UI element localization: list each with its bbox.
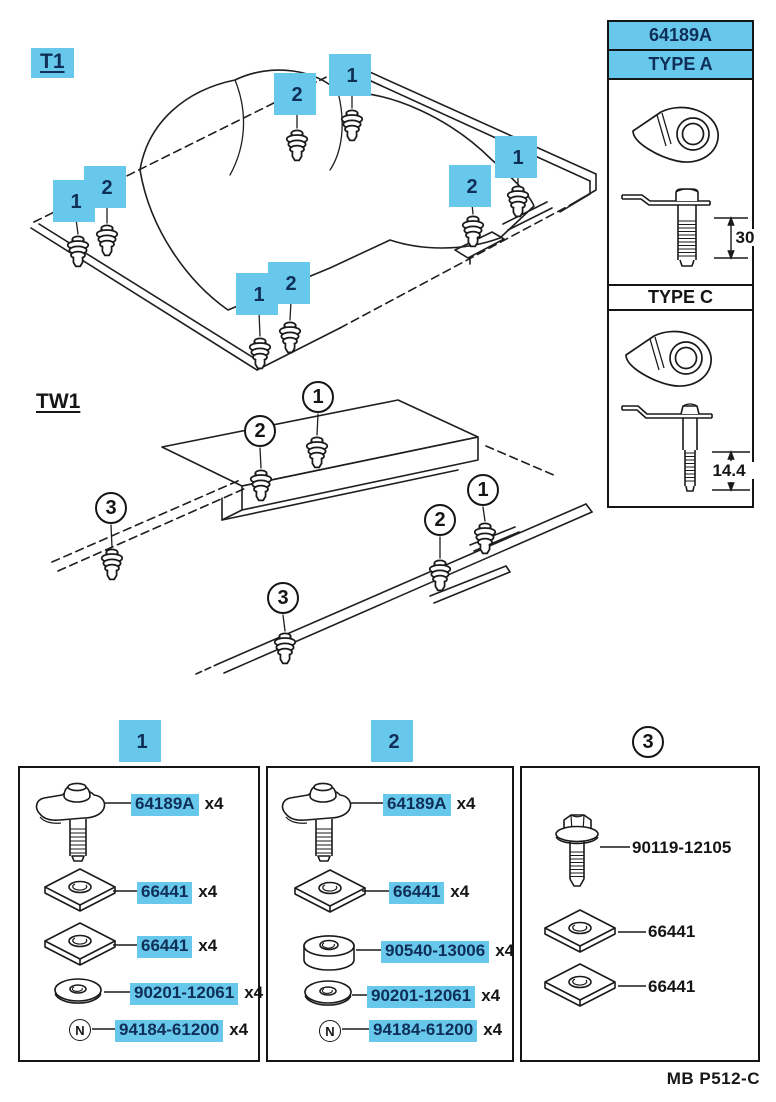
part-label[interactable]: 66441 (648, 922, 696, 941)
figure-label-tw1: TW1 (36, 390, 81, 413)
ref-type-a-label[interactable]: TYPE A (609, 51, 752, 80)
kit-box-2 (266, 766, 514, 1062)
panel1-part-drawings (35, 782, 137, 1030)
t1-callout-1-right[interactable]: 1 (495, 136, 537, 178)
tw1-callout-2-top[interactable]: 2 (244, 415, 276, 447)
kit-2-callout[interactable]: 2 (371, 720, 413, 762)
t1-callout-2-right[interactable]: 2 (449, 165, 491, 207)
ref-type-c-label: TYPE C (609, 284, 752, 311)
part-label[interactable]: 66441 (648, 977, 696, 996)
fastener-reference-panel: 64189A TYPE A TYPE C (607, 20, 754, 508)
nut-symbol: N (319, 1020, 341, 1042)
ref-type-a-drawing-area (609, 80, 752, 284)
t1-callout-2-bottom[interactable]: 2 (268, 262, 310, 304)
tw1-callout-2-mid[interactable]: 2 (424, 504, 456, 536)
t1-fastener-clips (66, 109, 530, 370)
tw1-callout-1-right[interactable]: 1 (467, 474, 499, 506)
kit-1-callout[interactable]: 1 (119, 720, 161, 762)
type-a-length-dim: 30 (734, 228, 756, 247)
kit-3-callout[interactable]: 3 (632, 726, 664, 758)
reference-type-a-drawings (621, 106, 748, 267)
type-c-length-dim: 14.4 (704, 462, 754, 479)
tw1-callout-3-left[interactable]: 3 (95, 492, 127, 524)
panel3-part-drawings (544, 814, 646, 1007)
figure-label-t1[interactable]: T1 (31, 48, 74, 78)
kit-box-3 (520, 766, 760, 1062)
panel2-part-drawings (281, 782, 389, 1030)
kit-box-1 (18, 766, 260, 1062)
t1-callout-2-left[interactable]: 2 (84, 166, 126, 208)
figure-code: MB P512-C (666, 1069, 760, 1088)
reference-type-c-drawings (621, 330, 750, 492)
t1-callout-2-top[interactable]: 2 (274, 73, 316, 115)
t1-bed-drawing (30, 63, 597, 371)
tw1-callout-3-bottom[interactable]: 3 (267, 582, 299, 614)
tw1-callout-1-top[interactable]: 1 (302, 381, 334, 413)
part-label[interactable]: 90119-12105 (632, 838, 732, 857)
nut-symbol: N (69, 1019, 91, 1041)
ref-part-number[interactable]: 64189A (609, 22, 752, 51)
t1-callout-1-top[interactable]: 1 (329, 54, 371, 96)
